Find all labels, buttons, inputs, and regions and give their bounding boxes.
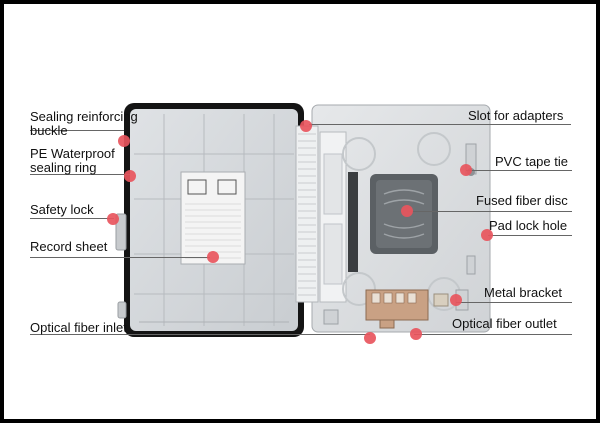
label-metal-bracket: Metal bracket [484,285,563,300]
leader-safety-lock [30,218,114,219]
label-safety-lock: Safety lock [30,202,94,217]
leader-pad-lock [488,235,572,236]
leader-record-sheet [30,257,210,258]
product-diagram: Sealing reinforcing buckle PE Waterproof… [4,4,596,419]
leader-fiber-outlet [414,334,572,335]
label-line-1: PE Waterproof [30,146,115,161]
leader-pvc-tie [466,170,572,171]
label-fused-fiber-disc: Fused fiber disc [476,193,568,208]
open-lid [115,103,304,337]
marker-metal-bracket [450,294,462,306]
marker-pad-lock [481,229,493,241]
marker-slot-adapters [300,120,312,132]
fiber-distribution-box-illustration [115,103,491,337]
box-body [295,104,491,333]
leader-fiber-inlet [30,334,370,335]
leader-waterproof-ring [30,174,130,175]
marker-record-sheet [207,251,219,263]
label-optical-fiber-outlet: Optical fiber outlet [452,316,557,331]
marker-pvc-tie [460,164,472,176]
label-sealing-reinforcing-buckle: Sealing reinforcing buckle [30,110,138,138]
label-line-2: buckle [30,123,68,138]
marker-fiber-outlet [410,328,422,340]
marker-safety-lock [107,213,119,225]
label-slot-for-adapters: Slot for adapters [468,108,564,123]
leader-sealing-buckle [30,130,124,131]
leader-slot-adapters [309,124,571,125]
leader-fiber-disc [407,211,572,212]
label-line-2: sealing ring [30,160,97,175]
marker-sealing-buckle [118,135,130,147]
leader-metal-bracket [456,302,572,303]
marker-fiber-inlet [364,332,376,344]
label-pvc-tape-tie: PVC tape tie [495,154,568,169]
label-record-sheet: Record sheet [30,239,108,254]
label-pad-lock-hole: Pad lock hole [489,218,568,233]
marker-fiber-disc [401,205,413,217]
label-pe-waterproof-sealing-ring: PE Waterproof sealing ring [30,147,115,175]
marker-waterproof-ring [124,170,136,182]
label-optical-fiber-inlet: Optical fiber inlet [30,320,127,335]
label-line-1: Sealing reinforcing [30,109,138,124]
